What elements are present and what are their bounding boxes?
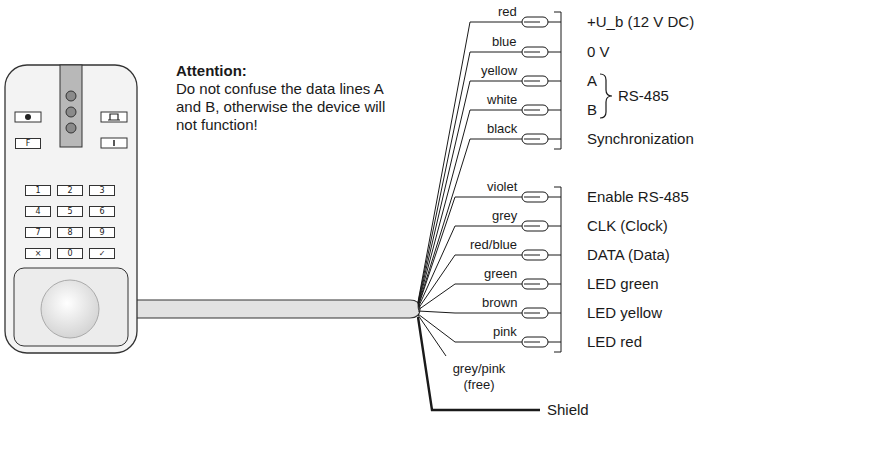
bracket bbox=[600, 74, 612, 118]
reader-lens bbox=[41, 280, 99, 338]
wire-color-label: black bbox=[487, 121, 517, 137]
keypad-key: 4 bbox=[25, 206, 51, 217]
key-label: 1 bbox=[35, 187, 40, 195]
device-housing bbox=[5, 65, 137, 353]
signal-label: A bbox=[587, 72, 597, 90]
key-label: 7 bbox=[35, 229, 40, 237]
wire bbox=[418, 110, 538, 305]
keypad-key: 7 bbox=[25, 227, 51, 238]
wire-color-label: green bbox=[484, 266, 517, 282]
key-icon bbox=[108, 114, 120, 120]
key-label: × bbox=[35, 250, 42, 258]
shield-wire bbox=[418, 317, 540, 410]
wire-color-label: yellow bbox=[481, 63, 517, 79]
signal-label: B bbox=[587, 101, 597, 119]
key-label: 0 bbox=[67, 250, 72, 258]
wire-color-label: red/blue bbox=[470, 237, 517, 253]
signal-label: DATA (Data) bbox=[587, 246, 670, 264]
keypad-key: × bbox=[25, 248, 51, 259]
wire bbox=[418, 22, 538, 302]
wire bbox=[418, 197, 538, 307]
keypad-key: ✓ bbox=[89, 248, 115, 259]
keypad-key: 1 bbox=[25, 185, 51, 196]
icon-key bbox=[101, 138, 127, 148]
led bbox=[66, 91, 76, 101]
signal-label: Synchronization bbox=[587, 130, 694, 148]
wire-color-label: grey bbox=[492, 208, 517, 224]
wire bbox=[418, 81, 538, 304]
key-label: ✓ bbox=[99, 250, 106, 258]
keypad-key: 2 bbox=[57, 185, 83, 196]
connector-bar bbox=[554, 187, 561, 352]
pin-stubs bbox=[524, 22, 561, 139]
key-label: 8 bbox=[67, 229, 72, 237]
led bbox=[66, 107, 76, 117]
signal-label: CLK (Clock) bbox=[587, 217, 668, 235]
keypad-key: 8 bbox=[57, 227, 83, 238]
keypad-key: 6 bbox=[89, 206, 115, 217]
wire bbox=[418, 284, 538, 310]
wire-color-label: white bbox=[487, 92, 517, 108]
terminal-group bbox=[522, 17, 548, 347]
key-label: 4 bbox=[35, 208, 40, 216]
wire-group bbox=[418, 22, 538, 356]
icon-key bbox=[15, 112, 41, 122]
signal-label: Enable RS-485 bbox=[587, 188, 689, 206]
led bbox=[66, 123, 76, 133]
signal-label: RS-485 bbox=[618, 87, 669, 105]
keypad-key: 5 bbox=[57, 206, 83, 217]
signal-label: +U_b (12 V DC) bbox=[587, 13, 694, 31]
terminal-pins bbox=[524, 12, 612, 352]
icon-key bbox=[101, 112, 127, 122]
connector-bar bbox=[554, 12, 561, 149]
wire-color-label: blue bbox=[492, 34, 517, 50]
wire bbox=[418, 52, 538, 303]
wire bbox=[418, 255, 538, 309]
wire-color-label: red bbox=[498, 4, 517, 20]
key-label: F bbox=[26, 140, 31, 148]
key-label: 9 bbox=[99, 229, 104, 237]
key-icon bbox=[113, 140, 115, 146]
key-label: 6 bbox=[99, 208, 104, 216]
wire bbox=[418, 314, 538, 342]
wire bbox=[418, 311, 538, 313]
keypad-key: F bbox=[15, 138, 41, 149]
signal-label: LED yellow bbox=[587, 304, 662, 322]
cable bbox=[130, 300, 420, 318]
wire-color-label: pink bbox=[493, 324, 517, 340]
led-strip bbox=[60, 65, 82, 147]
wire-color-label: brown bbox=[482, 295, 517, 311]
wire bbox=[418, 139, 538, 306]
key-icon bbox=[25, 114, 31, 120]
pin-stubs bbox=[524, 197, 561, 342]
wire-color-label: Shield bbox=[547, 401, 589, 419]
signal-label: 0 V bbox=[587, 43, 610, 61]
reader-window bbox=[14, 268, 128, 346]
wire-color-label: violet bbox=[487, 179, 517, 195]
keypad-key: 3 bbox=[89, 185, 115, 196]
note-text: Do not confuse the data lines A and B, o… bbox=[176, 80, 398, 134]
keypad-key: 0 bbox=[57, 248, 83, 259]
signal-label: LED green bbox=[587, 275, 659, 293]
key-label: 5 bbox=[67, 208, 72, 216]
key-label: 2 bbox=[67, 187, 72, 195]
keypad-key: 9 bbox=[89, 227, 115, 238]
signal-label: LED red bbox=[587, 333, 642, 351]
key-label: 3 bbox=[99, 187, 104, 195]
wire bbox=[418, 226, 538, 308]
note-text: Attention: bbox=[176, 62, 247, 80]
wire-color-label: grey/pink (free) bbox=[446, 361, 512, 392]
